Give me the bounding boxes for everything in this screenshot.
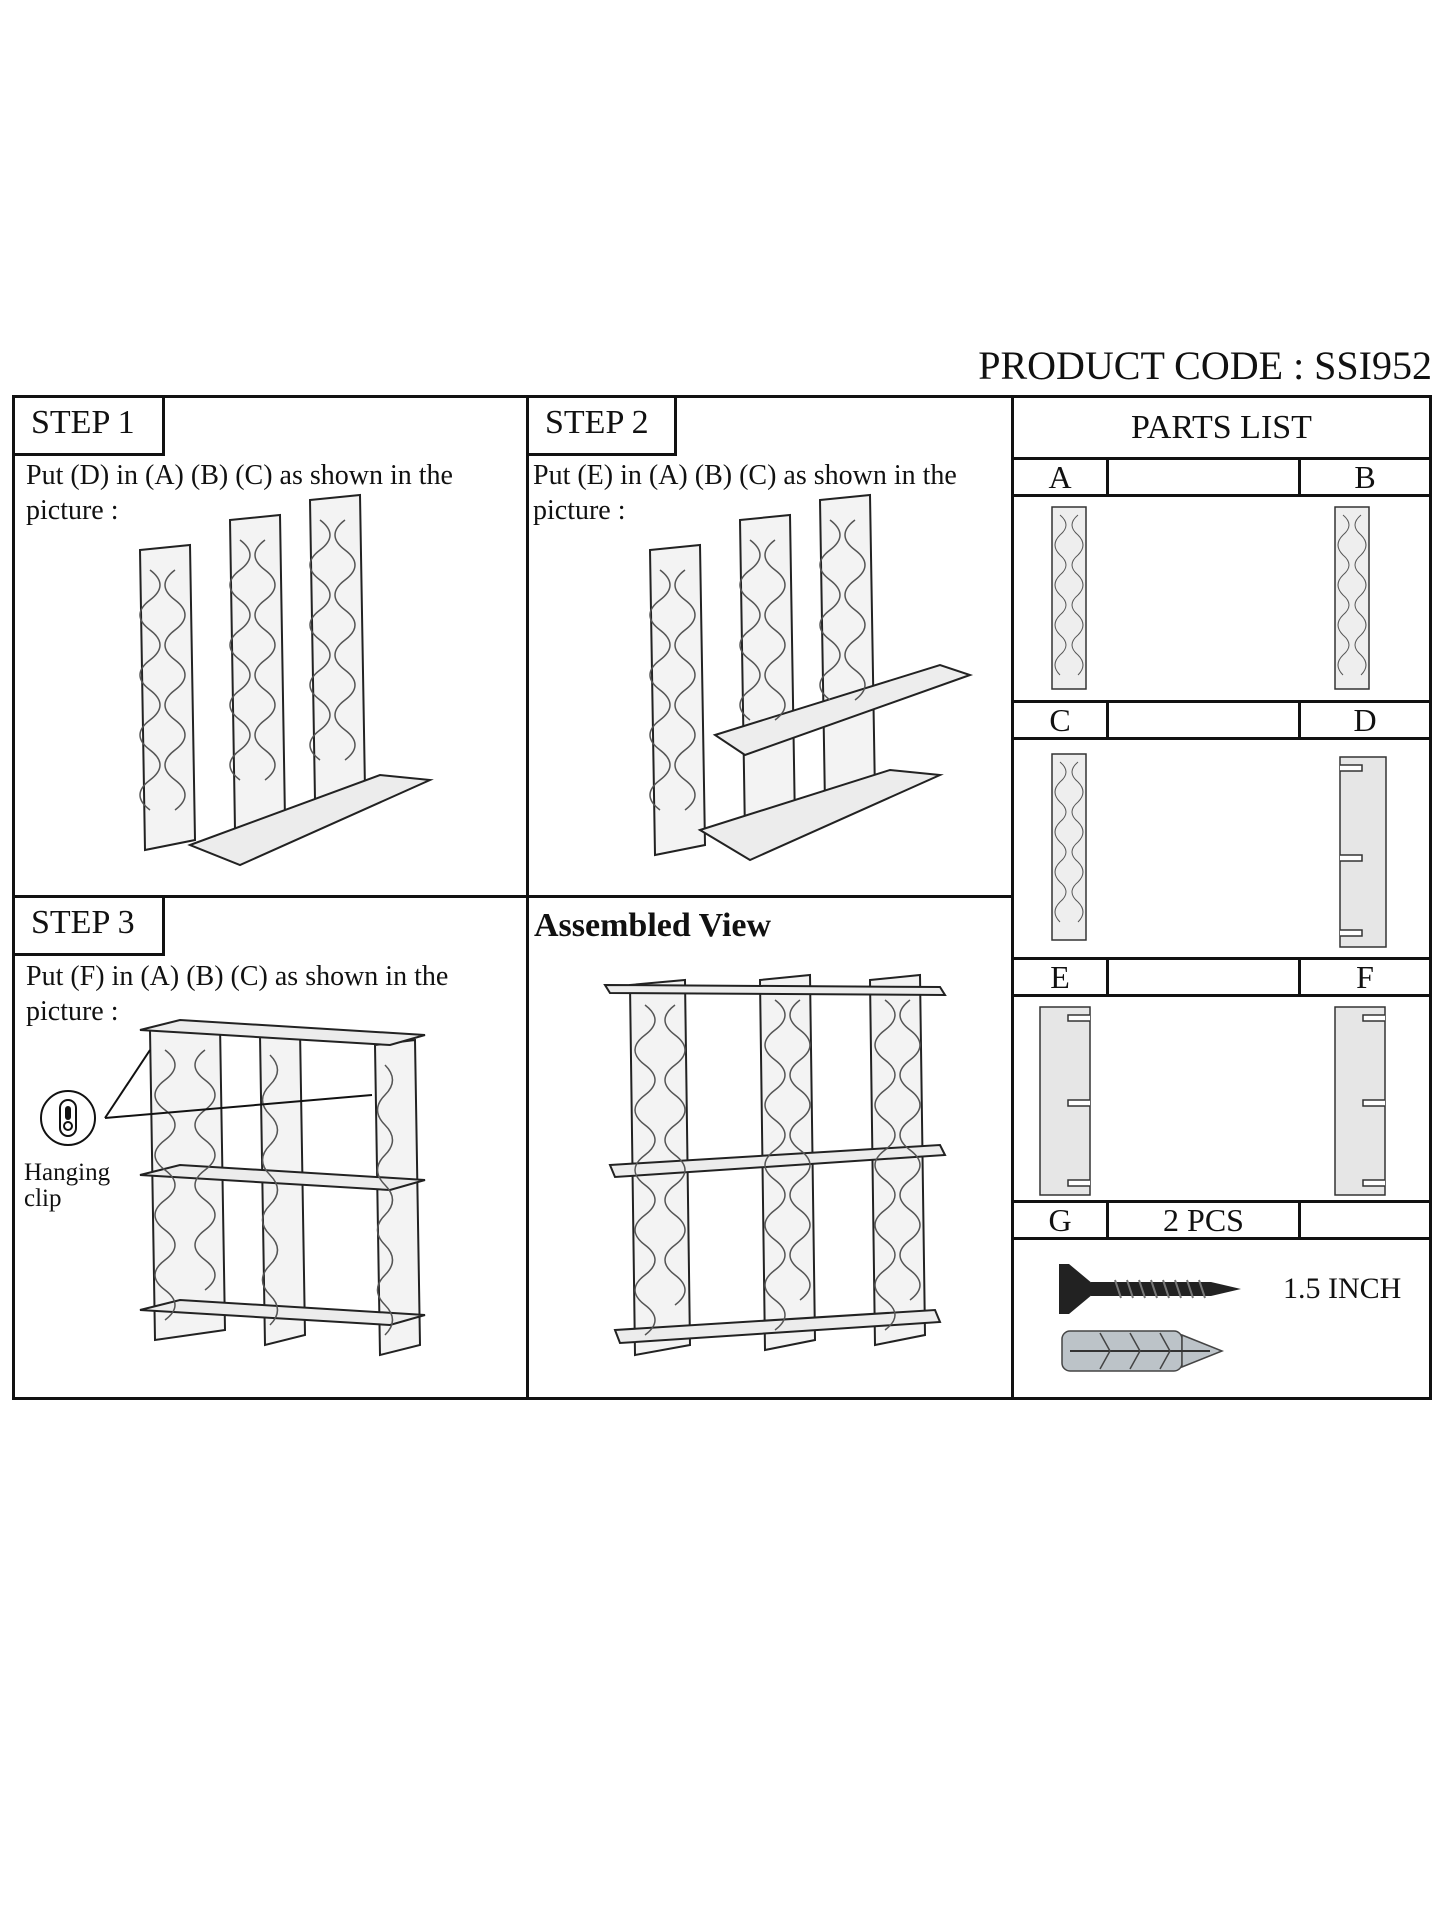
- step-1-label: STEP 1: [15, 398, 165, 456]
- hanging-clip-label-1: Hanging: [24, 1159, 111, 1186]
- step-3-label: STEP 3: [15, 898, 165, 956]
- part-e-label: E: [1050, 959, 1070, 995]
- wall-anchor-icon: [1061, 1330, 1225, 1372]
- parts-divider-4: [1011, 737, 1432, 740]
- parts-divider-6: [1011, 994, 1432, 997]
- parts-list-title: PARTS LIST: [1131, 409, 1312, 446]
- part-e-plain-panel-icon: [1039, 1006, 1091, 1196]
- assembled-view-title: Assembled View: [534, 907, 772, 944]
- part-g-label: G: [1048, 1202, 1072, 1238]
- hanging-clip-icon: [40, 1090, 96, 1146]
- parts-cell-divider-f: [1298, 957, 1301, 997]
- part-f-plain-panel-icon: [1334, 1006, 1386, 1196]
- step-3-illustration: [104, 1018, 426, 1357]
- screw-size-label: 1.5 INCH: [1283, 1272, 1402, 1305]
- parts-divider-3: [1011, 700, 1432, 703]
- parts-divider-7: [1011, 1200, 1432, 1203]
- column-divider-2: [1011, 395, 1014, 1400]
- part-d-plain-panel-icon: [1339, 756, 1387, 948]
- parts-divider-5: [1011, 957, 1432, 960]
- hanging-clip-label-2: clip: [24, 1185, 62, 1212]
- product-code: PRODUCT CODE : SSI952: [978, 343, 1432, 388]
- parts-cell-divider-g2: [1298, 1200, 1301, 1240]
- step-2-label: STEP 2: [529, 398, 677, 456]
- part-g-quantity: 2 PCS: [1163, 1202, 1244, 1238]
- parts-cell-divider-e: [1106, 957, 1109, 997]
- part-f-label: F: [1356, 959, 1374, 995]
- parts-cell-divider-c: [1106, 700, 1109, 740]
- step-3-instruction: Put (F) in (A) (B) (C) as shown in the p…: [26, 961, 449, 1027]
- part-c-carved-panel-icon: [1051, 753, 1087, 941]
- step-1-instruction: Put (D) in (A) (B) (C) as shown in the p…: [26, 460, 453, 526]
- parts-divider-2: [1011, 494, 1432, 497]
- part-b-carved-panel-icon: [1334, 506, 1370, 690]
- parts-cell-divider-d: [1298, 700, 1301, 740]
- step-1-illustration: [138, 493, 434, 867]
- screw-icon: [1059, 1264, 1241, 1314]
- parts-cell-divider-g: [1106, 1200, 1109, 1240]
- parts-divider-8: [1011, 1237, 1432, 1240]
- parts-divider-1: [1011, 457, 1432, 460]
- row-divider: [12, 895, 1012, 898]
- part-b-label: B: [1354, 459, 1376, 495]
- step-2-illustration: [648, 493, 974, 862]
- assembled-view-illustration: [603, 973, 947, 1357]
- part-a-carved-panel-icon: [1051, 506, 1087, 690]
- parts-cell-divider-b: [1298, 457, 1301, 497]
- part-d-label: D: [1353, 702, 1377, 738]
- part-a-label: A: [1048, 459, 1072, 495]
- step-2-instruction: Put (E) in (A) (B) (C) as shown in the p…: [533, 460, 957, 526]
- parts-cell-divider-a: [1106, 457, 1109, 497]
- part-c-label: C: [1049, 702, 1071, 738]
